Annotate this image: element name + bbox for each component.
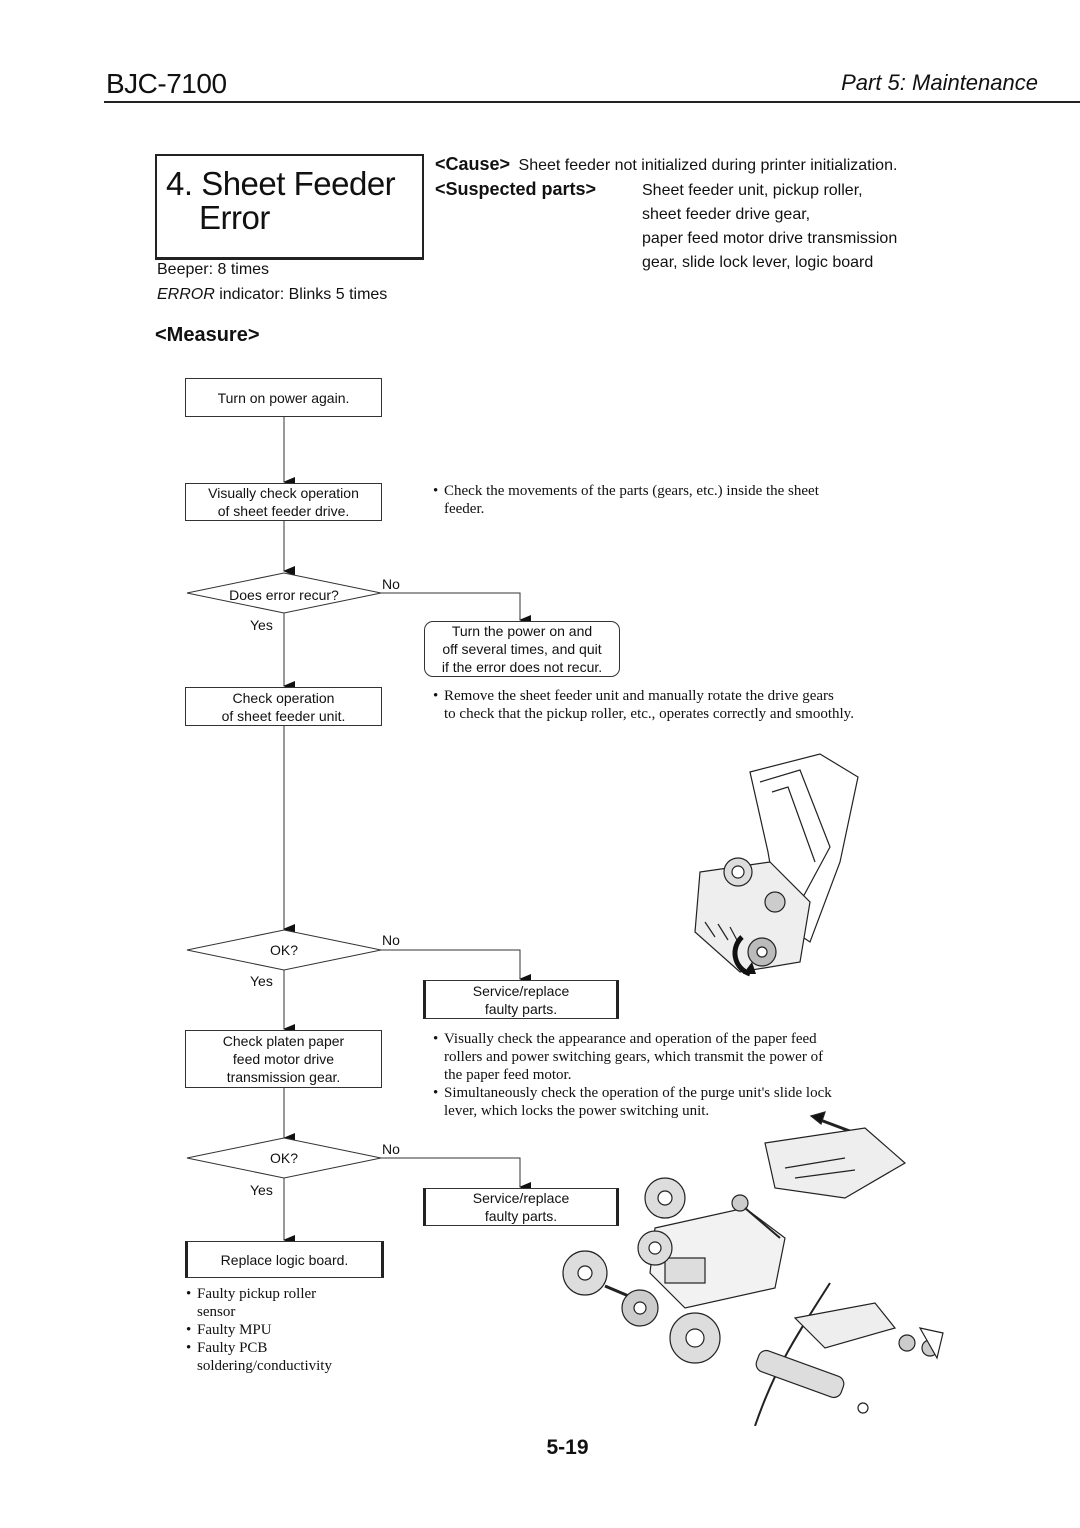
note-check-movements: Check the movements of the parts (gears,… — [433, 482, 963, 518]
note-line: the paper feed motor. — [444, 1067, 572, 1083]
step-turn-on-power: Turn on power again. — [185, 378, 382, 417]
step-label: of sheet feeder unit. — [221, 707, 346, 724]
note-bullet: Check the movements of the parts (gears,… — [433, 482, 963, 518]
step-label: Service/replace — [472, 1190, 570, 1206]
suspected-part-line: paper feed motor drive transmission — [642, 230, 898, 247]
suspected-parts-list: Sheet feeder unit, pickup roller, sheet … — [642, 179, 897, 275]
suspected-part-line: gear, slide lock lever, logic board — [642, 254, 874, 271]
page-title: 4. Sheet Feeder Error — [166, 165, 396, 236]
note-turn-power-repeatedly: Turn the power on and off several times,… — [424, 621, 620, 677]
note-line: off several times, and quit — [442, 641, 602, 657]
note-line: if the error does not recur. — [441, 659, 603, 675]
step-label: Service/replace — [472, 982, 570, 999]
error-indicator-text: indicator: Blinks 5 times — [214, 286, 388, 303]
step-check-sheet-feeder-unit: Check operation of sheet feeder unit. — [185, 687, 382, 726]
step-check-platen-gear: Check platen paper feed motor drive tran… — [185, 1030, 382, 1088]
step-service-replace: Service/replace faulty parts. — [423, 1188, 619, 1226]
section-part: Part 5: Maintenance — [841, 70, 1038, 95]
step-label: of sheet feeder drive. — [217, 503, 350, 519]
sheet-feeder-unit-illustration — [694, 753, 859, 977]
error-indicator-info: ERROR indicator: Blinks 5 times — [157, 283, 387, 307]
document-model: BJC-7100 — [106, 68, 227, 99]
page-number: 5-19 — [546, 1436, 589, 1459]
note-line: rollers and power switching gears, which… — [444, 1049, 824, 1065]
step-label: faulty parts. — [484, 1000, 558, 1017]
fault-line: Faulty MPU — [197, 1322, 272, 1338]
step-label: feed motor drive — [232, 1051, 335, 1067]
suspected-part-line: sheet feeder drive gear, — [642, 206, 811, 223]
fault-line: soldering/conductivity — [197, 1358, 332, 1374]
beeper-info: Beeper: 8 times — [157, 261, 270, 278]
fault-line: Faulty pickup roller — [197, 1286, 317, 1302]
note-line: Visually check the appearance and operat… — [444, 1031, 817, 1047]
suspected-parts-label: <Suspected parts> — [435, 179, 597, 199]
branch-yes-label: Yes — [250, 617, 273, 633]
paper-feed-gears-illustration — [562, 1111, 944, 1426]
step-label: transmission gear. — [226, 1069, 341, 1085]
decision-label: OK? — [269, 1150, 298, 1166]
decision-label: OK? — [269, 942, 298, 958]
note-line: to check that the pickup roller, etc., o… — [444, 706, 854, 722]
branch-yes-label: Yes — [250, 1182, 273, 1198]
fault-list: Faulty pickup roller sensor Faulty MPU Fa… — [186, 1285, 406, 1375]
note-bullet: Remove the sheet feeder unit and manuall… — [433, 687, 973, 723]
note-line: Turn the power on and — [451, 623, 593, 639]
note-line: lever, which locks the power switching u… — [444, 1103, 710, 1119]
cause-label: <Cause> — [435, 154, 511, 174]
note-rotate-drive-gears: Remove the sheet feeder unit and manuall… — [433, 687, 973, 723]
fault-item: Faulty MPU — [186, 1321, 406, 1339]
header-rule — [104, 101, 1080, 103]
fault-line: Faulty PCB — [197, 1340, 268, 1356]
note-paper-feed-rollers: Visually check the appearance and operat… — [433, 1030, 973, 1120]
title-frame — [155, 154, 424, 260]
cause-text: Sheet feeder not initialized during prin… — [518, 157, 898, 174]
branch-no-label: No — [382, 1141, 400, 1157]
note-line: Check the movements of the parts (gears,… — [444, 483, 819, 499]
step-service-replace: Service/replace faulty parts. — [423, 980, 619, 1019]
branch-no-label: No — [382, 932, 400, 948]
step-label: faulty parts. — [484, 1208, 558, 1224]
connector-line — [381, 949, 531, 984]
decision-label: Does error recur? — [229, 587, 339, 603]
note-line: Remove the sheet feeder unit and manuall… — [444, 688, 834, 704]
fault-line: sensor — [197, 1304, 236, 1320]
cause-line: <Cause> Sheet feeder not initialized dur… — [435, 154, 897, 175]
step-label: Check operation — [232, 689, 335, 706]
suspected-part-line: Sheet feeder unit, pickup roller, — [642, 182, 863, 199]
title-line-2: Error — [199, 199, 270, 236]
step-check-sheet-feeder-drive: Visually check operation of sheet feeder… — [185, 483, 382, 521]
connector-line — [381, 1157, 531, 1192]
connector-line — [381, 592, 531, 625]
note-bullet: Simultaneously check the operation of th… — [433, 1084, 973, 1120]
measure-heading: <Measure> — [155, 324, 260, 346]
step-label: Turn on power again. — [217, 389, 350, 406]
step-label: Visually check operation — [208, 485, 359, 501]
error-indicator-label: ERROR — [157, 286, 215, 303]
branch-no-label: No — [382, 576, 400, 592]
branch-yes-label: Yes — [250, 973, 273, 989]
step-label: Replace logic board. — [220, 1251, 349, 1268]
title-line-1: 4. Sheet Feeder — [166, 165, 396, 202]
note-line: feeder. — [444, 501, 485, 517]
fault-item: Faulty pickup roller sensor — [186, 1285, 406, 1321]
note-bullet: Visually check the appearance and operat… — [433, 1030, 973, 1084]
step-label: Check platen paper — [222, 1033, 345, 1049]
fault-item: Faulty PCB soldering/conductivity — [186, 1339, 406, 1375]
note-line: Simultaneously check the operation of th… — [444, 1085, 832, 1101]
step-replace-logic-board: Replace logic board. — [185, 1241, 384, 1278]
